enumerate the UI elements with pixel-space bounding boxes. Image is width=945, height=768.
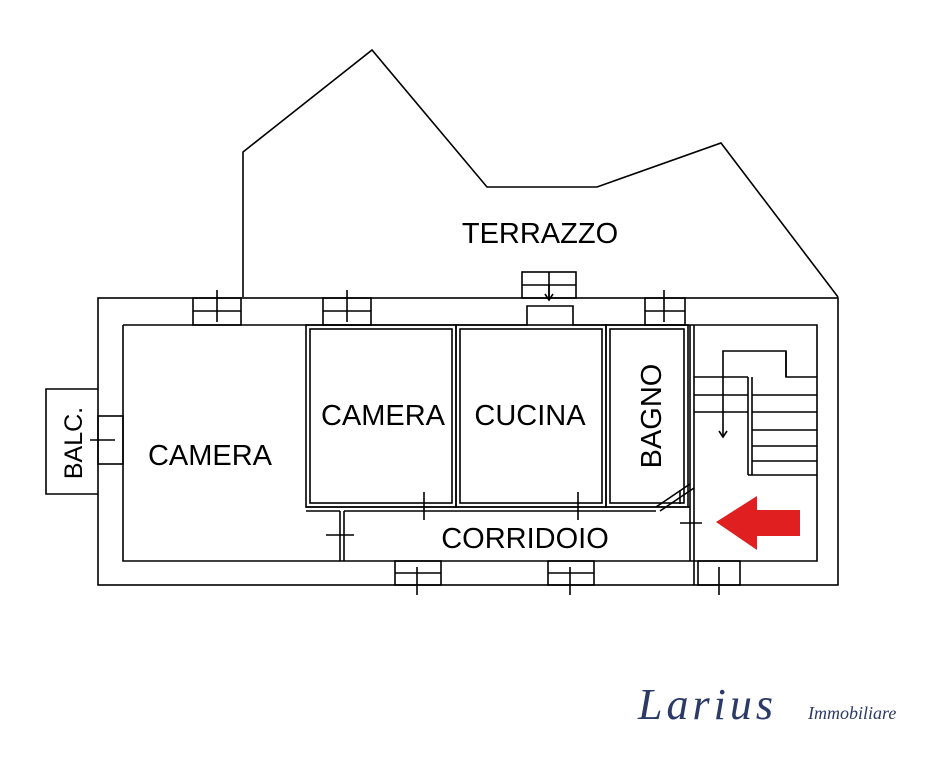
room-label-bedroom-small: CAMERA bbox=[321, 400, 446, 432]
entrance-arrow-icon bbox=[716, 496, 800, 550]
partitions bbox=[305, 324, 695, 585]
windows bbox=[192, 290, 741, 595]
room-label-bathroom: BAGNO bbox=[636, 364, 668, 469]
terrace-door bbox=[521, 271, 577, 302]
logo-name: Larius bbox=[637, 680, 777, 729]
room-label-corridor: CORRIDOIO bbox=[441, 523, 609, 555]
door-marks bbox=[326, 483, 702, 536]
staircase bbox=[694, 350, 817, 476]
logo-tagline: Immobiliare bbox=[807, 703, 896, 723]
terrace-outline bbox=[242, 48, 839, 298]
room-label-bedroom-large: CAMERA bbox=[148, 440, 273, 472]
room-label-terrace: TERRAZZO bbox=[462, 218, 618, 250]
balcony bbox=[45, 388, 124, 495]
room-label-kitchen: CUCINA bbox=[474, 400, 586, 432]
room-label-balcony: BALC. bbox=[60, 407, 88, 479]
